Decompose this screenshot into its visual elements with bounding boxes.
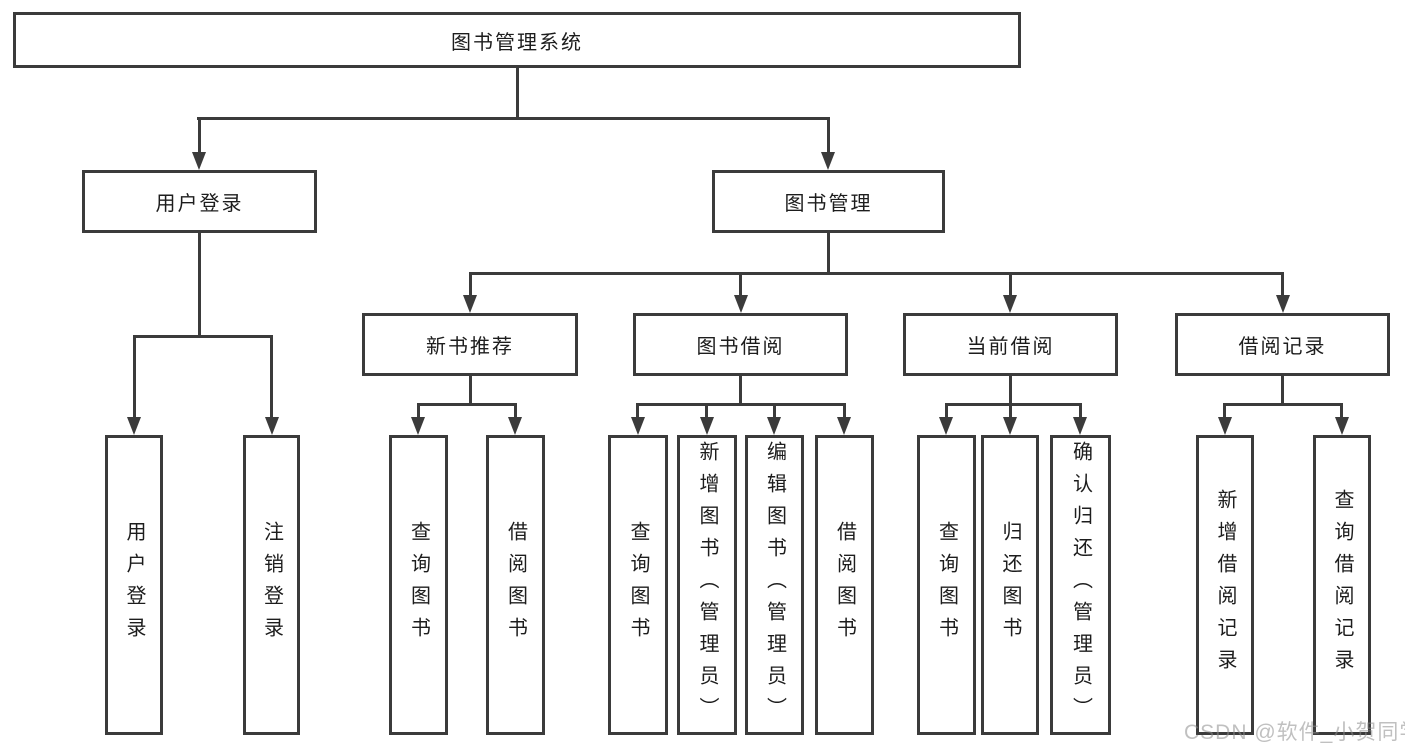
connector-to-user-login — [198, 117, 201, 154]
connector-user-login-stem — [198, 233, 201, 335]
arrow-down-icon — [1003, 417, 1017, 435]
leaf-cb-return-books: 归还图书 — [981, 435, 1039, 735]
connector-to-nb-query — [417, 403, 420, 419]
node-root: 图书管理系统 — [13, 12, 1021, 68]
arrow-down-icon — [821, 152, 835, 170]
connector-cb-stem — [1009, 376, 1012, 403]
connector-to-cb-return — [1009, 403, 1012, 419]
connector-cb-split — [945, 403, 1081, 406]
arrow-down-icon — [1073, 417, 1087, 435]
arrow-down-icon — [1218, 417, 1232, 435]
connector-to-br-add — [1223, 403, 1226, 419]
node-user-login: 用户登录 — [82, 170, 317, 233]
connector-nb-split — [417, 403, 516, 406]
connector-bb-split — [636, 403, 844, 406]
arrow-down-icon — [508, 417, 522, 435]
leaf-cb-confirm-return-admin: 确认归还（管理员） — [1050, 435, 1111, 735]
connector-user-login-split — [133, 335, 272, 338]
leaf-nb-query-books: 查询图书 — [389, 435, 448, 735]
connector-to-bb-query — [636, 403, 639, 419]
leaf-bb-query-books: 查询图书 — [608, 435, 668, 735]
connector-to-borrow-records — [1281, 272, 1284, 297]
arrow-down-icon — [631, 417, 645, 435]
arrow-down-icon — [700, 417, 714, 435]
connector-nb-stem — [469, 376, 472, 403]
arrow-down-icon — [939, 417, 953, 435]
connector-to-bb-borrow — [843, 403, 846, 419]
leaf-bb-edit-books-admin: 编辑图书（管理员） — [745, 435, 804, 735]
connector-to-new-book-recommend — [469, 272, 472, 297]
arrow-down-icon — [265, 417, 279, 435]
arrow-down-icon — [411, 417, 425, 435]
connector-br-stem — [1281, 376, 1284, 403]
node-new-book-recommend: 新书推荐 — [362, 313, 578, 376]
node-book-management: 图书管理 — [712, 170, 945, 233]
connector-to-br-query — [1340, 403, 1343, 419]
leaf-user-login: 用户登录 — [105, 435, 163, 735]
node-current-borrow: 当前借阅 — [903, 313, 1118, 376]
arrow-down-icon — [192, 152, 206, 170]
connector-to-cb-confirm — [1079, 403, 1082, 419]
leaf-bb-borrow-books: 借阅图书 — [815, 435, 874, 735]
leaf-br-query-record: 查询借阅记录 — [1313, 435, 1371, 735]
arrow-down-icon — [767, 417, 781, 435]
connector-to-book-management — [827, 117, 830, 154]
node-book-borrow: 图书借阅 — [633, 313, 848, 376]
arrow-down-icon — [1003, 295, 1017, 313]
arrow-down-icon — [837, 417, 851, 435]
arrow-down-icon — [1335, 417, 1349, 435]
leaf-br-add-record: 新增借阅记录 — [1196, 435, 1254, 735]
connector-br-split — [1223, 403, 1342, 406]
connector-to-leaf-user-login — [133, 335, 136, 419]
arrow-down-icon — [127, 417, 141, 435]
arrow-down-icon — [463, 295, 477, 313]
connector-to-leaf-logout — [270, 335, 273, 419]
connector-to-book-borrow — [739, 272, 742, 297]
node-borrow-records: 借阅记录 — [1175, 313, 1390, 376]
arrow-down-icon — [734, 295, 748, 313]
connector-to-current-borrow — [1009, 272, 1012, 297]
leaf-cb-query-books: 查询图书 — [917, 435, 976, 735]
connector-bb-stem — [739, 376, 742, 403]
connector-to-nb-borrow — [514, 403, 517, 419]
leaf-nb-borrow-books: 借阅图书 — [486, 435, 545, 735]
connector-to-bb-add — [705, 403, 708, 419]
connector-level3-split — [469, 272, 1282, 275]
leaf-logout: 注销登录 — [243, 435, 300, 735]
connector-level2-split — [197, 117, 830, 120]
connector-root-stem — [516, 68, 519, 117]
leaf-bb-add-books-admin: 新增图书（管理员） — [677, 435, 737, 735]
csdn-watermark: CSDN @软件_小贺同学 — [1184, 721, 1405, 744]
connector-to-cb-query — [945, 403, 948, 419]
connector-book-mgmt-stem — [827, 233, 830, 272]
connector-to-bb-edit — [773, 403, 776, 419]
arrow-down-icon — [1276, 295, 1290, 313]
